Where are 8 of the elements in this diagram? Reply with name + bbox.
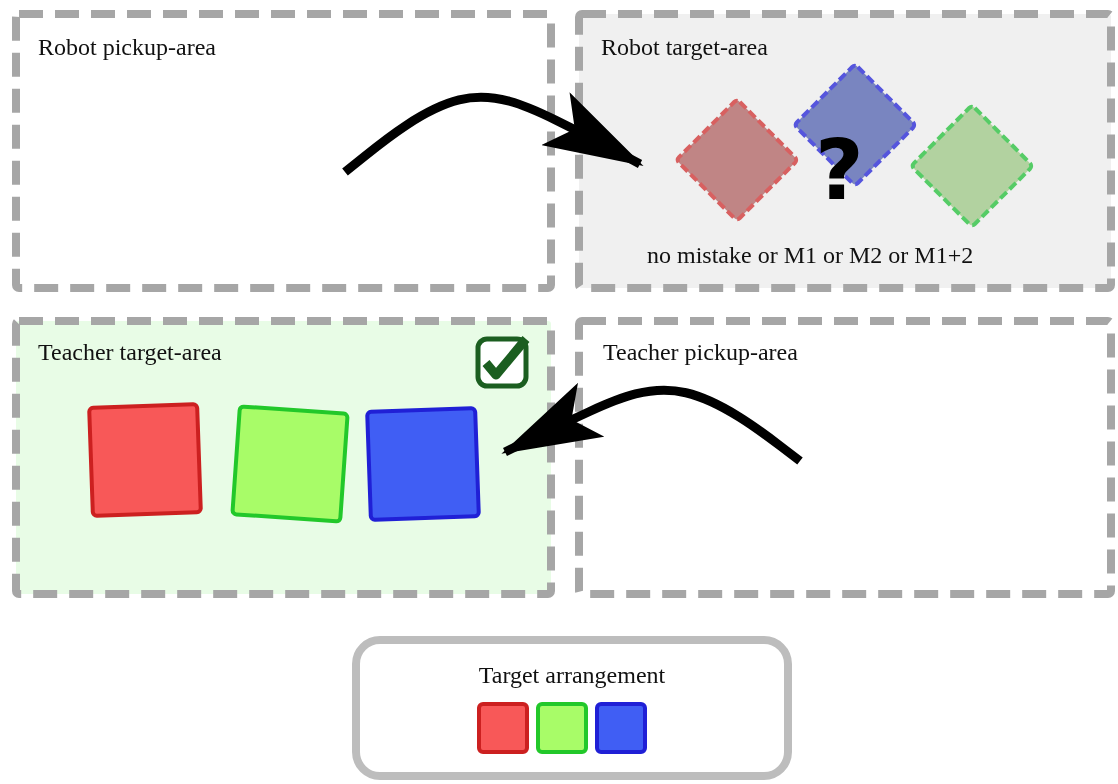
area-label: Robot target-area [601,34,768,61]
curved-arrow [342,92,644,176]
area-label: Teacher target-area [38,339,222,366]
area-label: Robot pickup-area [38,34,216,61]
curved-arrow [501,382,803,465]
status-note: no mistake or M1 or M2 or M1+2 [647,242,974,269]
legend-title: Target arrangement [477,662,667,689]
area-label: Teacher pickup-area [603,339,798,366]
